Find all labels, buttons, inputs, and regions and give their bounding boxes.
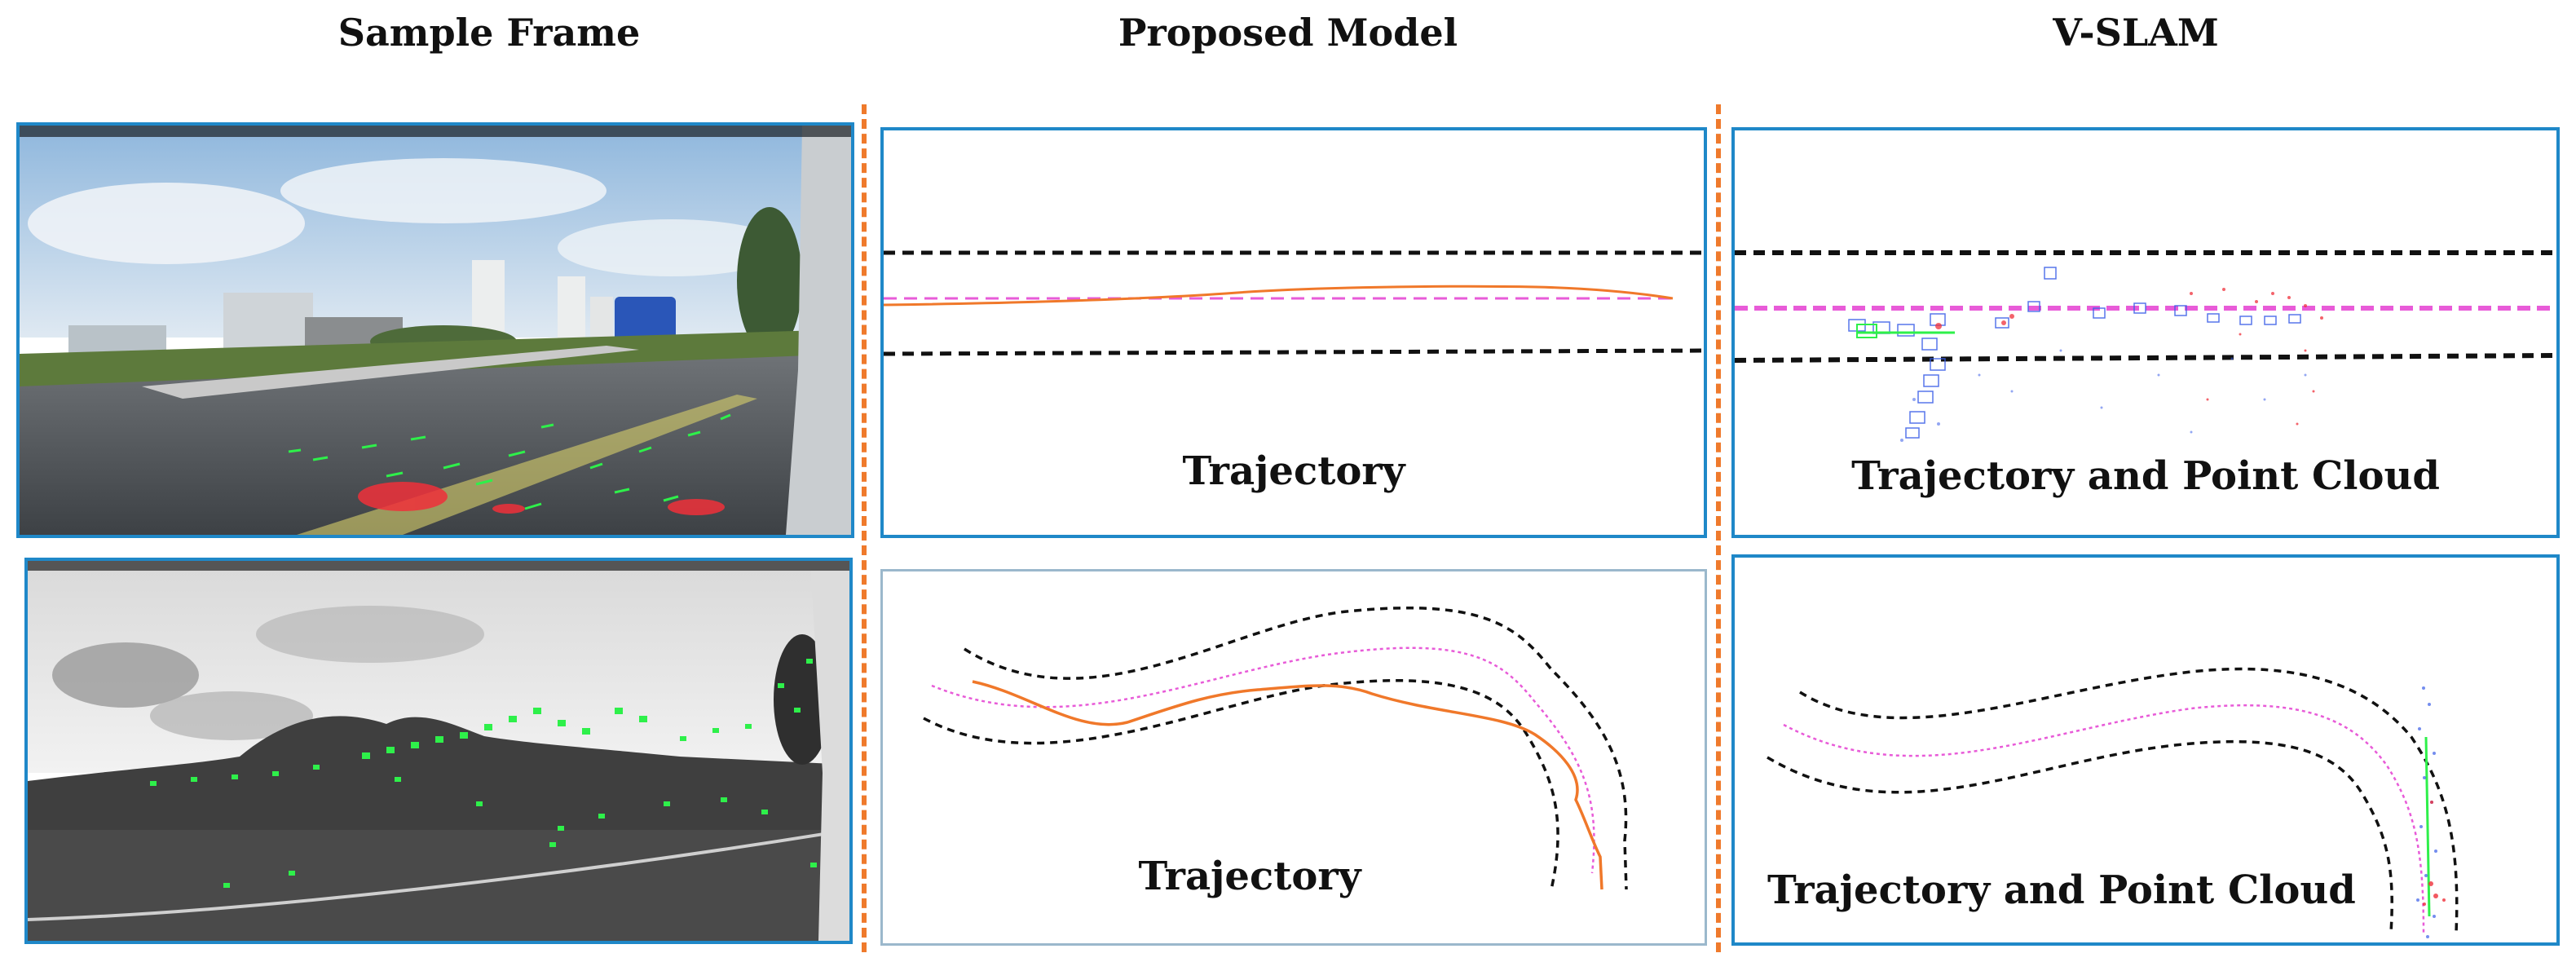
camera-pose-marker [1856, 324, 1877, 338]
lane-edge-outer [1799, 667, 2459, 933]
vslam-bottom-caption: Trajectory and Point Cloud [1767, 867, 2356, 913]
lane-edge-lower [884, 348, 1704, 356]
estimated-trajectory [884, 285, 1674, 307]
proposed-bottom-caption: Trajectory [1138, 854, 1361, 899]
point-cloud-blue [1848, 267, 2301, 439]
vslam-top-caption: Trajectory and Point Cloud [1851, 453, 2440, 499]
point-cloud-red [1935, 288, 2323, 426]
sample-frame-color-image [16, 122, 854, 538]
lane-edge-inner [923, 679, 1559, 890]
vslam-straight-point-cloud-panel: Trajectory and Point Cloud [1731, 127, 2560, 538]
sample-frame-grayscale-image [24, 558, 853, 944]
lane-center-line [931, 646, 1595, 874]
slam-trajectory [2424, 736, 2431, 917]
vslam-curved-point-cloud-panel: Trajectory and Point Cloud [1731, 554, 2560, 946]
column-title-sample-frame: Sample Frame [337, 11, 641, 55]
lane-edge-outer [964, 607, 1628, 890]
proposed-top-caption: Trajectory [1182, 448, 1405, 494]
proposed-model-curved-trajectory-panel: Trajectory [880, 569, 1707, 946]
lane-center-line [1783, 704, 2425, 933]
column-title-vslam: V-SLAM [2053, 11, 2219, 55]
column-title-proposed-model: Proposed Model [1118, 11, 1458, 55]
estimated-trajectory [972, 680, 1603, 890]
proposed-model-straight-trajectory-panel: Trajectory [880, 127, 1707, 538]
point-cloud-blue [2416, 686, 2437, 938]
lane-edge-inner [1767, 739, 2393, 933]
point-cloud-red [2423, 801, 2446, 906]
column-divider-right [1716, 104, 1721, 952]
lane-edge-lower [1735, 353, 2556, 363]
column-divider-left [862, 104, 867, 952]
